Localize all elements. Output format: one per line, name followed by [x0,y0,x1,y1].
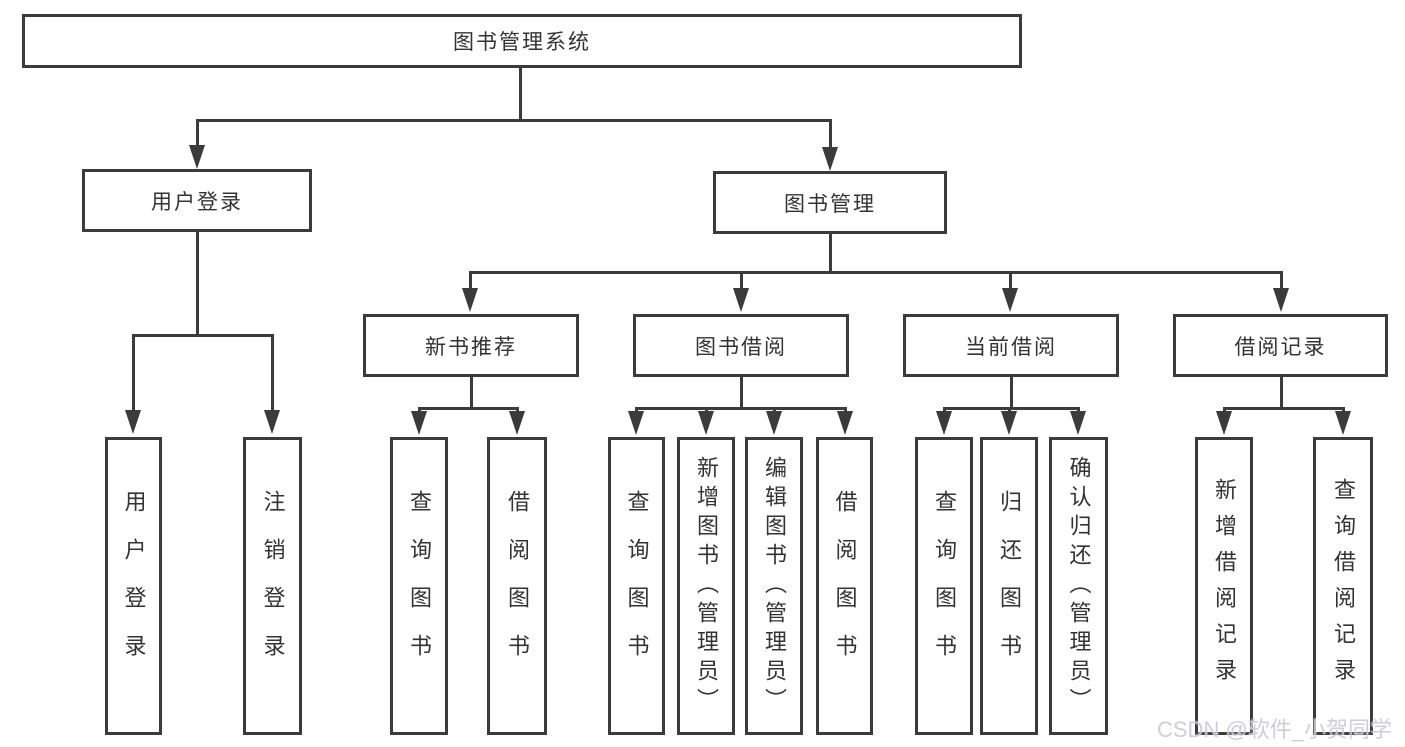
connector-line [271,334,274,412]
leaf-query-books-borrowing-label: 查询图书 [624,490,650,682]
csdn-watermark: CSDN @软件_小贺同学 [1157,717,1393,742]
node-user-login: 用户登录 [82,169,312,232]
leaf-confirm-return-admin: 确认归还（管理员） [1049,437,1108,735]
connector-line [470,375,473,409]
arrow-down-icon [698,411,714,435]
arrow-down-icon [766,411,782,435]
leaf-query-borrow-record: 查询借阅记录 [1313,437,1373,735]
node-current-borrowing: 当前借阅 [903,314,1119,377]
leaf-add-borrow-record: 新增借阅记录 [1195,437,1253,735]
node-root-label: 图书管理系统 [453,31,591,54]
node-borrow-records: 借阅记录 [1173,314,1388,377]
leaf-user-login-label: 用户登录 [121,490,147,682]
connector-line [943,407,1079,410]
arrow-down-icon [189,145,205,169]
connector-line [1280,375,1283,409]
connector-line [1280,271,1283,291]
connector-line [1223,407,1344,410]
connector-line [196,119,199,147]
leaf-borrow-books-recommend: 借阅图书 [487,437,547,735]
connector-line [1009,271,1012,291]
node-new-book-recommend-label: 新书推荐 [425,335,517,359]
connector-line [829,232,832,273]
leaf-add-book-admin: 新增图书（管理员） [677,437,735,735]
node-book-management-label: 图书管理 [784,192,876,216]
node-book-borrowing-label: 图书借阅 [695,335,787,359]
node-book-management: 图书管理 [713,171,947,234]
arrow-down-icon [936,411,952,435]
node-book-borrowing: 图书借阅 [633,314,849,377]
arrow-down-icon [837,411,853,435]
arrow-down-icon [509,411,525,435]
arrow-down-icon [1070,411,1086,435]
leaf-query-books-borrowing: 查询图书 [608,437,665,735]
leaf-edit-book-admin-label: 编辑图书（管理员） [762,455,787,717]
node-new-book-recommend: 新书推荐 [363,314,579,377]
connector-line [196,119,832,122]
leaf-return-books: 归还图书 [980,437,1038,735]
arrow-down-icon [125,410,141,434]
arrow-down-icon [733,288,749,312]
arrow-down-icon [1335,411,1351,435]
leaf-user-login: 用户登录 [105,437,162,735]
arrow-down-icon [462,288,478,312]
leaf-edit-book-admin: 编辑图书（管理员） [745,437,803,735]
leaf-query-borrow-record-label: 查询借阅记录 [1331,478,1356,694]
connector-line [519,66,522,121]
connector-line [635,407,846,410]
arrow-down-icon [1001,411,1017,435]
leaf-query-books-current-label: 查询图书 [932,490,957,682]
connector-line [740,375,743,409]
leaf-query-books-recommend-label: 查询图书 [407,490,432,682]
node-root: 图书管理系统 [22,14,1022,68]
leaf-borrow-books-borrowing: 借阅图书 [816,437,873,735]
connector-line [418,407,518,410]
leaf-logout: 注销登录 [243,437,302,735]
leaf-confirm-return-admin-label: 确认归还（管理员） [1066,455,1092,717]
arrow-down-icon [1273,288,1289,312]
leaf-query-books-current: 查询图书 [915,437,973,735]
node-current-borrowing-label: 当前借阅 [965,335,1057,359]
leaf-query-books-recommend: 查询图书 [390,437,448,735]
connector-line [132,334,135,412]
arrow-down-icon [822,147,838,171]
leaf-logout-label: 注销登录 [260,490,286,682]
arrow-down-icon [1002,288,1018,312]
leaf-add-book-admin-label: 新增图书（管理员） [694,455,719,717]
leaf-borrow-books-recommend-label: 借阅图书 [505,490,530,682]
connector-line [196,230,199,336]
arrow-down-icon [628,411,644,435]
leaf-borrow-books-borrowing-label: 借阅图书 [832,490,858,682]
connector-line [740,271,743,291]
connector-line [469,271,1283,274]
connector-line [1010,375,1013,409]
connector-line [132,334,273,337]
arrow-down-icon [1216,411,1232,435]
arrow-down-icon [411,411,427,435]
leaf-add-borrow-record-label: 新增借阅记录 [1212,478,1237,694]
connector-line [829,119,832,149]
node-user-login-label: 用户登录 [151,190,243,214]
arrow-down-icon [264,410,280,434]
leaf-return-books-label: 归还图书 [997,490,1022,682]
node-borrow-records-label: 借阅记录 [1234,335,1327,359]
connector-line [469,271,472,291]
